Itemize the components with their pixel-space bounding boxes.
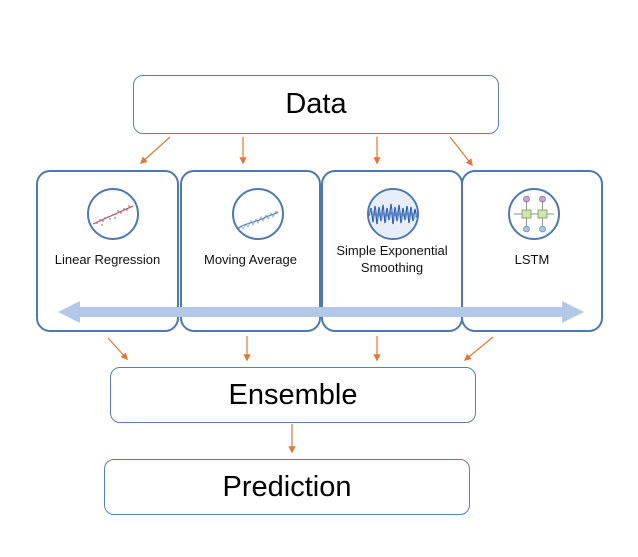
- model-label: Linear Regression: [54, 252, 161, 267]
- data-label: Data: [285, 88, 347, 120]
- prediction-label: Prediction: [222, 470, 352, 503]
- model-label: LSTM: [514, 252, 550, 267]
- lstm-cell-icon: [508, 188, 560, 240]
- linear-regression-plot-icon: [87, 188, 139, 240]
- model-label: Simple Exponential Smoothing: [336, 243, 448, 275]
- data-node: Data: [133, 75, 499, 134]
- arrow-linear-regression-to-ensemble: [107, 337, 128, 361]
- exponential-smoothing-plot-icon: [367, 188, 419, 240]
- ensemble-node: Ensemble: [110, 367, 476, 423]
- model-linear-regression: Linear Regression: [36, 170, 179, 332]
- moving-average-plot-icon: [232, 188, 284, 240]
- model-moving-average: Moving Average: [180, 170, 321, 332]
- ensemble-label: Ensemble: [228, 378, 358, 411]
- arrow-data-to-lstm: [449, 136, 473, 167]
- model-label: Moving Average: [204, 252, 297, 267]
- arrow-data-to-linear-regression: [139, 136, 171, 164]
- model-interaction-band: [58, 301, 584, 323]
- prediction-node: Prediction: [104, 459, 470, 515]
- arrow-lstm-to-ensemble: [463, 336, 494, 361]
- model-simple-exponential-smoothing: Simple Exponential Smoothing: [321, 170, 463, 332]
- model-lstm: LSTM: [461, 170, 603, 332]
